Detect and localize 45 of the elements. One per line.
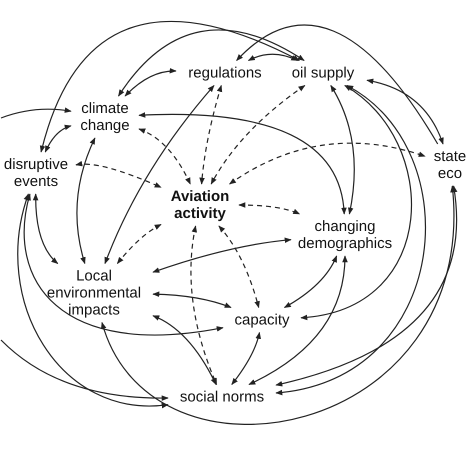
dashed-arrow	[238, 202, 300, 215]
arrow	[104, 84, 214, 264]
factor-label: regulations	[180, 64, 270, 82]
factor-label: Aviation activity	[165, 188, 235, 222]
arrow	[124, 68, 177, 96]
arrow	[152, 292, 232, 308]
arrow	[17, 193, 169, 408]
arrow	[275, 185, 458, 386]
dashed-arrow	[116, 224, 162, 264]
dashed-arrow	[218, 225, 260, 308]
arrow	[231, 332, 261, 386]
factor-label: social norms	[172, 388, 272, 406]
arrow	[138, 112, 346, 215]
arrow	[248, 255, 348, 386]
dashed-arrow	[199, 84, 222, 185]
arrow	[32, 193, 58, 264]
arrow	[101, 185, 456, 424]
factor-label: state eco	[429, 148, 471, 182]
arrow	[284, 255, 338, 308]
factor-label: capacity	[227, 312, 297, 328]
factor-label: changing demographics	[295, 218, 395, 252]
dashed-arrow	[229, 142, 426, 184]
dashed-arrow	[138, 128, 191, 185]
dashed-arrow	[75, 161, 162, 188]
arrow	[275, 85, 426, 395]
factor-label: disruptive events	[0, 156, 72, 190]
dashed-arrow	[210, 85, 306, 185]
factor-label: oil supply	[283, 64, 363, 82]
arrow	[236, 24, 438, 144]
arrow	[0, 108, 72, 119]
arrow	[0, 340, 169, 401]
arrow	[152, 315, 217, 386]
factor-label: climate change	[75, 100, 135, 134]
arrow	[330, 84, 355, 215]
arrow	[40, 21, 300, 153]
arrow	[248, 54, 298, 62]
arrow	[300, 85, 412, 320]
arrow	[118, 29, 305, 97]
arrow	[76, 137, 96, 264]
dashed-arrow	[190, 225, 218, 386]
arrow	[366, 78, 444, 145]
arrow	[44, 125, 72, 153]
factor-label: Local environmental impacts	[39, 268, 149, 318]
arrow	[152, 238, 292, 273]
arrow	[24, 193, 224, 336]
